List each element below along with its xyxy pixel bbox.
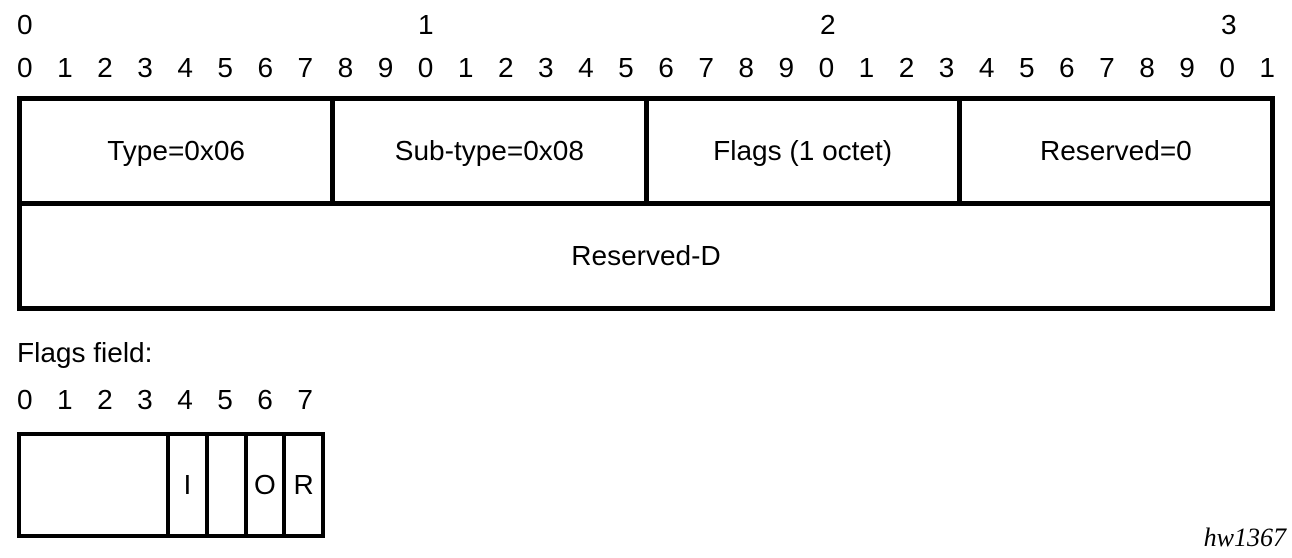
top-ruler-decades: 0 1 2 3 [17, 10, 1275, 40]
packet-table-row-1: Type=0x06 Sub-type=0x08 Flags (1 octet) … [22, 101, 1270, 206]
decade-label-3: 3 [1221, 9, 1237, 40]
bit-number-label: 8 [337, 52, 354, 83]
field-subtype: Sub-type=0x08 [335, 101, 649, 201]
flags-field-heading: Flags field: [17, 337, 153, 368]
bit-number-label: 4 [177, 52, 193, 83]
flags-bit-number-label: 0 [17, 384, 33, 415]
flags-bit-number-label: 1 [57, 384, 73, 415]
bit-number-label: 6 [1059, 52, 1075, 83]
flags-cell-i: I [170, 436, 209, 534]
bit-number-label: 6 [658, 52, 674, 83]
flags-cell-o: O [248, 436, 287, 534]
bit-number-label: 2 [97, 52, 113, 83]
bit-number-label: 7 [698, 52, 714, 83]
flags-bit-number-label: 6 [257, 384, 273, 415]
field-reserved: Reserved=0 [1039, 135, 1192, 166]
bit-number-label: 3 [137, 52, 153, 83]
bit-number-label: 1 [457, 52, 474, 83]
bit-number-label: 8 [738, 52, 754, 83]
bit-number-label: 9 [1179, 52, 1195, 83]
bit-number-label: 2 [497, 52, 514, 83]
decade-label-0: 0 [17, 9, 33, 40]
flags-cell-unused [21, 436, 170, 534]
field-type: Type=0x06 [22, 101, 336, 201]
decade-label-2: 2 [820, 9, 836, 40]
bit-number-label: 6 [257, 52, 274, 83]
decade-label-1: 1 [418, 9, 434, 40]
flags-bit-number-label: 5 [217, 384, 233, 415]
flags-bit-number-label: 4 [177, 384, 193, 415]
bit-number-label: 1 [1259, 52, 1275, 83]
bit-number-label: 8 [1139, 52, 1155, 83]
bit-number-label: 0 [17, 52, 33, 83]
flags-bit-number-label: 2 [97, 384, 113, 415]
bit-number-label: 9 [377, 52, 394, 83]
bit-number-label: 1 [57, 52, 73, 83]
bit-number-label: 5 [217, 52, 233, 83]
flags-bit-number-label: 7 [297, 384, 313, 415]
bit-number-label: 5 [1018, 52, 1035, 83]
bit-number-label: 2 [898, 52, 915, 83]
bit-number-label: 1 [858, 52, 875, 83]
flags-cell-empty [209, 436, 248, 534]
field-flags: Flags (1 octet) [649, 101, 962, 201]
bit-number-label: 9 [778, 52, 795, 83]
bit-number-label: 5 [618, 52, 634, 83]
bit-number-label: 7 [1099, 52, 1115, 83]
flags-bit-number-label: 3 [137, 384, 153, 415]
bit-number-label: 0 [1219, 52, 1235, 83]
bit-number-label: 0 [417, 52, 434, 83]
bit-number-label: 4 [978, 52, 995, 83]
packet-table: Type=0x06 Sub-type=0x08 Flags (1 octet) … [17, 96, 1275, 311]
flags-table: I O R [17, 432, 325, 538]
figure-id-label: hw1367 [1203, 523, 1286, 552]
bit-number-label: 3 [538, 52, 554, 83]
field-reserved-d: Reserved-D [571, 240, 721, 271]
flags-cell-r: R [293, 469, 314, 500]
bit-number-label: 7 [297, 52, 314, 83]
bit-number-label: 3 [938, 52, 955, 83]
bit-number-label: 0 [818, 52, 835, 83]
bit-number-label: 4 [578, 52, 594, 83]
